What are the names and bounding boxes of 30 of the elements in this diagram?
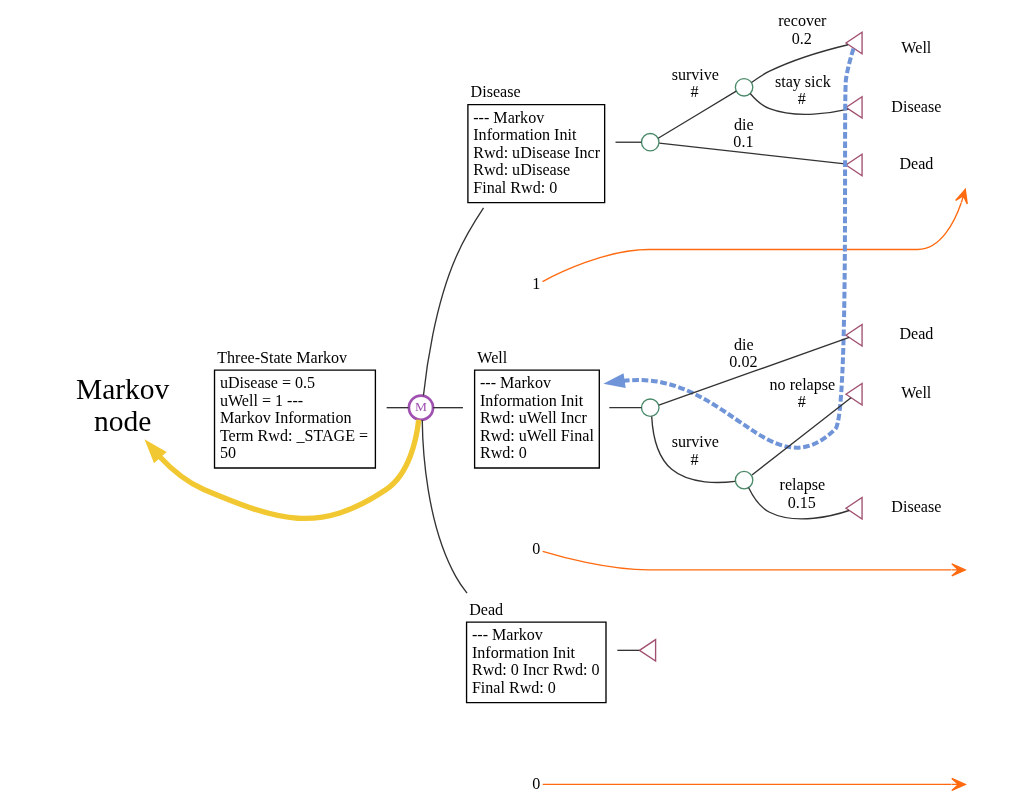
edge-label: recover: [777, 12, 826, 30]
node-label: Dead: [468, 600, 503, 618]
edge-label: stay sick: [774, 72, 831, 90]
node-label: Disease: [470, 83, 521, 101]
node-label: Disease: [890, 97, 941, 115]
node-label: Disease: [890, 498, 941, 516]
label: 0.15: [787, 493, 816, 511]
node-label: Dead: [898, 325, 933, 343]
node-text: 1: [531, 274, 540, 292]
label: 0.2: [791, 29, 812, 47]
label: #: [689, 450, 699, 468]
edge-label: survive: [671, 66, 719, 84]
edge-label: die: [733, 335, 754, 353]
label: #: [797, 393, 806, 411]
edge-label: relapse: [779, 476, 825, 494]
node-label: Well: [900, 38, 931, 56]
node-label: Well: [476, 348, 507, 366]
node-label: Dead: [898, 155, 933, 173]
node-label: Well: [900, 384, 931, 402]
edge-label: die: [733, 115, 754, 133]
label: #: [797, 90, 806, 108]
label: 0.1: [732, 133, 753, 151]
node-text: Markov node: [75, 373, 169, 438]
edge-label: survive: [671, 433, 719, 451]
label: 0.02: [728, 352, 757, 370]
node-label: Three-State Markov: [216, 348, 347, 366]
edge-label: no relapse: [769, 375, 835, 393]
label: #: [689, 83, 699, 101]
node-text: 0: [531, 539, 540, 557]
node-text: 0: [531, 774, 540, 792]
